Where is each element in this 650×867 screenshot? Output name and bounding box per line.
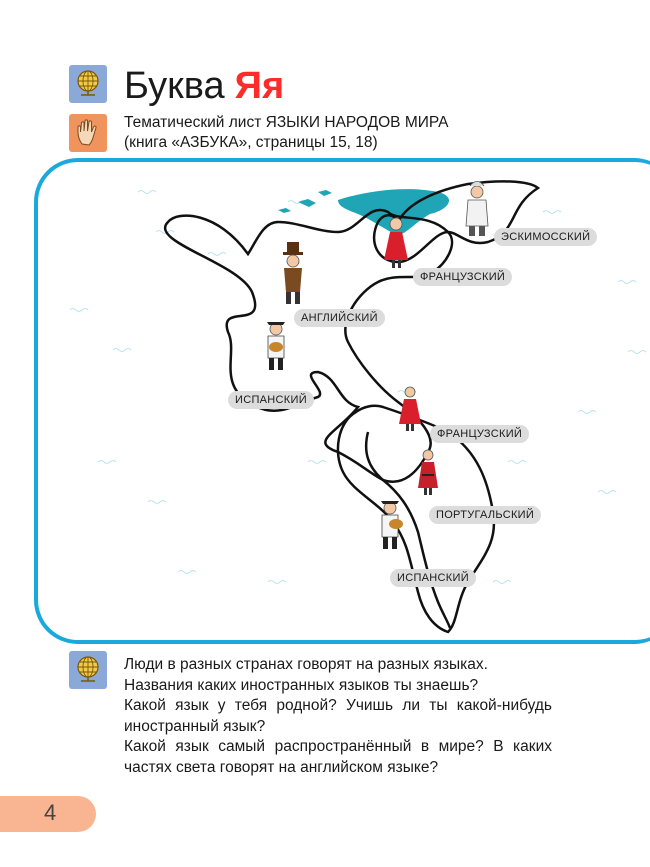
americas-map bbox=[69, 180, 647, 634]
englishman-figure bbox=[283, 242, 303, 304]
lang-label-french-north: ФРАНЦУЗСКИЙ bbox=[413, 268, 513, 286]
page-number: 4 bbox=[44, 800, 57, 825]
question-line-3: Какой язык у тебя родной? Учишь ли ты ка… bbox=[124, 697, 552, 735]
subtitle-line-1: Тематический лист ЯЗЫКИ НАРОДОВ МИРА bbox=[124, 114, 449, 131]
globe-icon bbox=[69, 651, 107, 689]
portuguese-woman-figure bbox=[418, 449, 438, 495]
title-text: Буква bbox=[124, 65, 225, 107]
spanish-man-south-figure bbox=[381, 501, 403, 549]
north-america-route bbox=[164, 208, 454, 483]
lang-label-spanish-north: ИСПАНСКИЙ bbox=[228, 391, 314, 409]
subtitle: Тематический лист ЯЗЫКИ НАРОДОВ МИРА (кн… bbox=[124, 113, 449, 153]
question-text: Люди в разных странах говорят на разных … bbox=[124, 655, 552, 778]
page-number-tab: 4 bbox=[0, 796, 96, 832]
lang-label-eskimo: ЭСКИМОССКИЙ bbox=[494, 228, 598, 246]
question-line-2: Названия каких иностранных языков ты зна… bbox=[124, 676, 479, 694]
title-letters: Яя bbox=[234, 65, 285, 107]
lang-label-english: АНГЛИЙСКИЙ bbox=[294, 309, 385, 327]
hand-icon bbox=[69, 114, 107, 152]
question-line-1: Люди в разных странах говорят на разных … bbox=[124, 656, 488, 673]
subtitle-line-2: (книга «АЗБУКА», страницы 15, 18) bbox=[124, 134, 378, 151]
lang-label-french-south: ФРАНЦУЗСКИЙ bbox=[430, 425, 530, 443]
arctic-islands bbox=[278, 190, 332, 213]
french-woman-south-figure bbox=[399, 386, 421, 431]
lang-label-spanish-south: ИСПАНСКИЙ bbox=[390, 569, 476, 587]
eskimo-figure bbox=[465, 181, 489, 236]
globe-icon bbox=[69, 65, 107, 103]
spanish-man-figure bbox=[267, 322, 285, 370]
question-line-4: Какой язык самый распространённый в мире… bbox=[124, 738, 552, 776]
arctic-route bbox=[372, 180, 541, 264]
south-america-inner-route bbox=[364, 431, 452, 629]
lang-label-portuguese: ПОРТУГАЛЬСКИЙ bbox=[429, 506, 542, 524]
map-frame: ЭСКИМОССКИЙ ФРАНЦУЗСКИЙ АНГЛИЙСКИЙ ИСПАН… bbox=[34, 158, 650, 644]
ocean-waves bbox=[69, 190, 647, 584]
french-woman-figure bbox=[384, 217, 408, 268]
